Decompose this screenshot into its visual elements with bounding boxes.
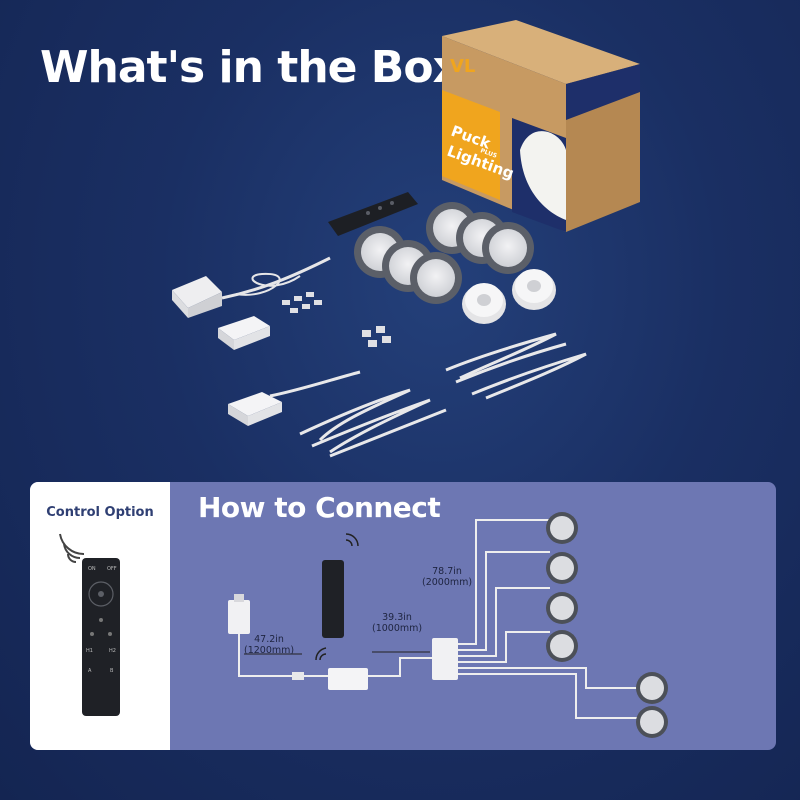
remote-illustration: ON OFF H1 H2 A B [59, 533, 120, 716]
controller-cable-length-in: 39.3in [382, 612, 412, 623]
remote-on-label: ON [88, 566, 96, 572]
remote-b-label: B [110, 668, 114, 674]
controller-hub [218, 316, 270, 350]
remote-h2-label: H2 [109, 648, 116, 654]
controller-cable-length: 39.3in (1000mm) [372, 612, 422, 634]
remote-a-label: A [88, 668, 92, 674]
how-to-connect-panel: Control Option ON OFF H1 H2 A B How to C… [30, 482, 776, 750]
diagram-pucks [546, 512, 668, 738]
wiring-diagram [228, 512, 668, 738]
diagram-controller [328, 668, 368, 690]
diagram-power-adapter [228, 600, 250, 634]
connectors [282, 292, 391, 347]
box-contents-scene: VL Puck Lighting PLUS [172, 20, 640, 458]
diagram-distribution-hub [432, 638, 458, 680]
adapter-cable-length-in: 47.2in [254, 634, 284, 645]
puck-cable-length-in: 78.7in [432, 566, 462, 577]
control-option-label: Control Option [46, 505, 154, 520]
puck-cable-length: 78.7in (2000mm) [422, 566, 472, 588]
puck-lights [354, 202, 534, 304]
remote-h1-label: H1 [86, 648, 93, 654]
controller-cable-length-mm: (1000mm) [372, 623, 423, 634]
page-title: What's in the Box [40, 42, 461, 93]
distribution-hub [228, 392, 282, 426]
adapter-cable-length-mm: (1200mm) [244, 645, 295, 656]
adhesive-pads [462, 269, 556, 324]
extension-cables [269, 332, 587, 458]
power-adapter [172, 256, 331, 318]
how-to-connect-title: How to Connect [198, 491, 441, 524]
diagram-remote [322, 560, 344, 638]
product-box: VL Puck Lighting PLUS [442, 20, 640, 232]
diagram-signal-icon [345, 539, 353, 547]
puck-cable-length-mm: (2000mm) [422, 577, 473, 588]
box-remote [328, 192, 418, 236]
signal-icon [67, 553, 77, 563]
remote-control [82, 558, 120, 716]
adapter-cable-length: 47.2in (1200mm) [244, 634, 294, 656]
box-brand-mark: VL [450, 56, 475, 77]
remote-off-label: OFF [107, 566, 117, 572]
control-option-card: Control Option ON OFF H1 H2 A B [30, 482, 170, 750]
